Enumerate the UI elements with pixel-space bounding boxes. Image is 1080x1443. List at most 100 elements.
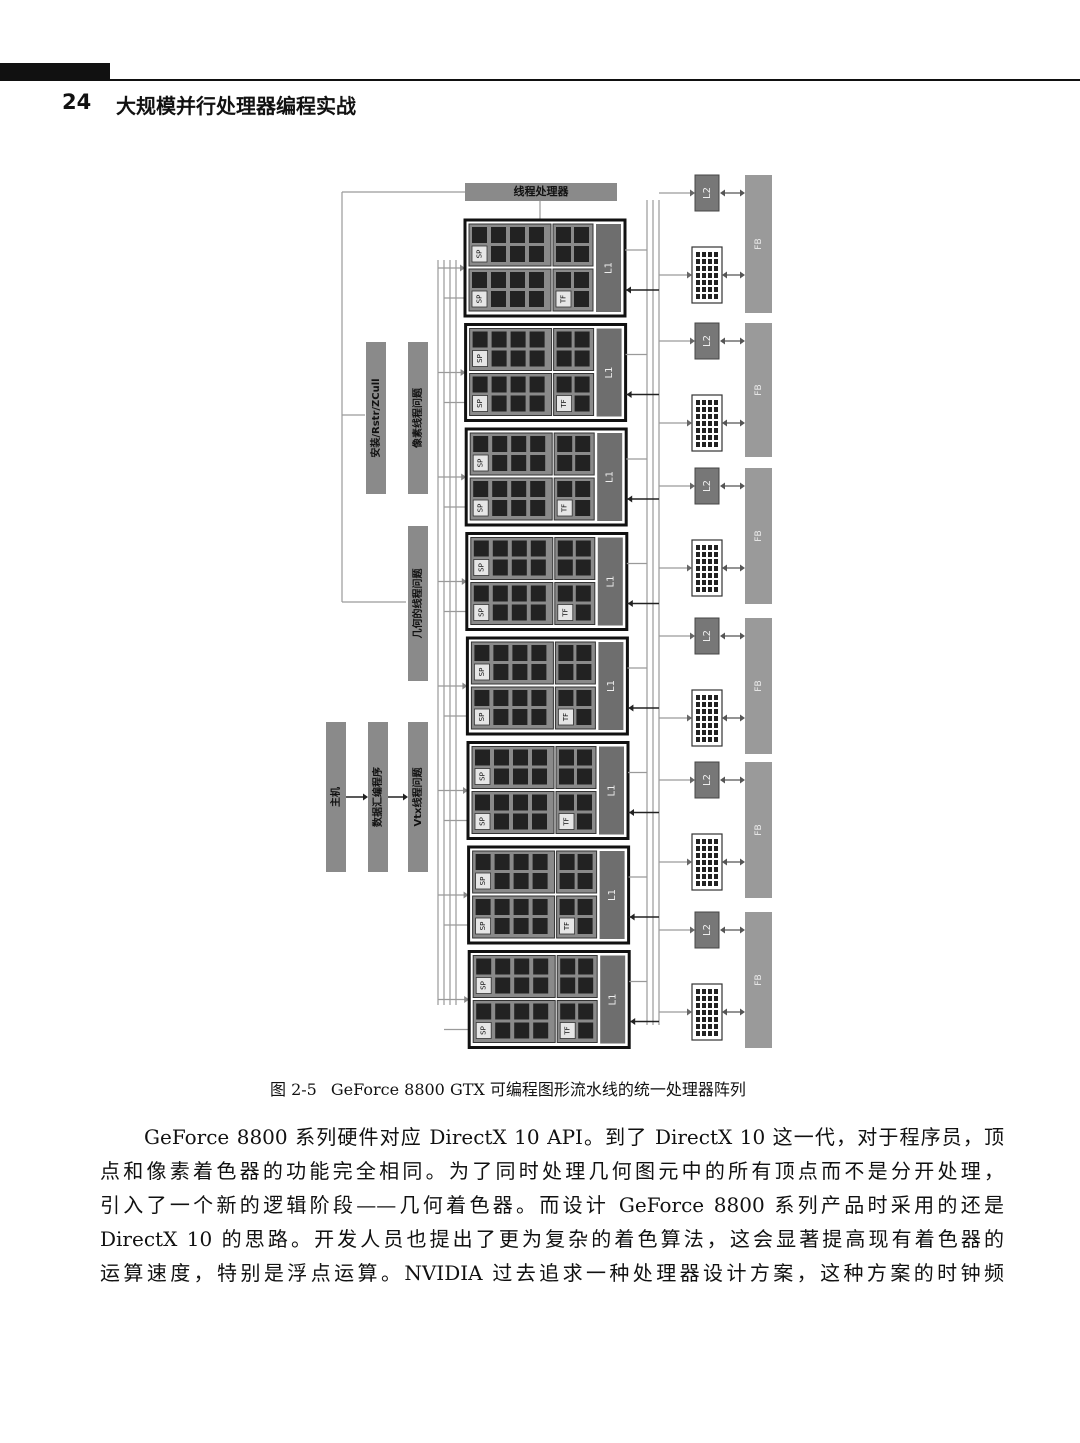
- dram-cell: [708, 846, 712, 851]
- sp-label: SP: [477, 608, 485, 617]
- tf-cell: [557, 559, 573, 576]
- tf-cell: [577, 794, 592, 811]
- sp-cell: [511, 455, 527, 471]
- arrow-head: [722, 419, 727, 427]
- tf-label: TF: [563, 922, 571, 931]
- dram-cell: [702, 1017, 706, 1022]
- dram-cell: [696, 716, 700, 721]
- dram-cell: [702, 860, 706, 865]
- dram-cell: [714, 273, 718, 278]
- sp-cell: [530, 604, 546, 621]
- arrow-head: [722, 714, 727, 722]
- sp-cell: [494, 768, 509, 785]
- dram-cell: [702, 1031, 706, 1036]
- tf-cell: [577, 749, 592, 766]
- tf-cell: [577, 768, 592, 785]
- dram-cell: [696, 730, 700, 735]
- tf-cell: [559, 749, 574, 766]
- fb-label: FB: [754, 824, 764, 835]
- arrow-head: [628, 704, 634, 712]
- tf-cell: [557, 436, 573, 452]
- dram-cell: [708, 573, 712, 578]
- dram-cell: [708, 1031, 712, 1036]
- sp-label-cell: [473, 604, 490, 621]
- sp-cell: [533, 1003, 549, 1020]
- arrow-head: [722, 1008, 727, 1016]
- tf-cell: [575, 500, 591, 516]
- sp-cell: [473, 585, 489, 602]
- tf-cell: [556, 376, 572, 393]
- dram-cell: [714, 874, 718, 879]
- sp-cell: [493, 709, 509, 725]
- dram-cell: [702, 874, 706, 879]
- sp-label-cell: [473, 559, 490, 576]
- sp-label: SP: [477, 504, 485, 513]
- l1-cache-label: L1: [604, 367, 615, 379]
- sp-cell: [492, 540, 508, 557]
- host-block: [326, 722, 346, 872]
- dram-cell: [714, 860, 718, 865]
- dram-cell: [708, 860, 712, 865]
- sp-cell: [514, 1022, 530, 1039]
- sp-label-cell: [472, 395, 489, 412]
- sp-cell: [492, 481, 508, 497]
- tf-cell: [577, 918, 593, 934]
- tf-cell: [559, 899, 575, 915]
- dram-cell: [714, 428, 718, 433]
- vtx-thread-issue-label: Vtx线程问题: [411, 767, 424, 827]
- dram-cell: [696, 587, 700, 592]
- sp-cell: [514, 977, 530, 994]
- dram-cell: [702, 695, 706, 700]
- dram-cell: [696, 273, 700, 278]
- dram-cell: [702, 421, 706, 426]
- dram-cell: [702, 552, 706, 557]
- arrow-head: [461, 578, 467, 585]
- l2-cache-label: L2: [702, 187, 713, 199]
- dram-cell: [702, 867, 706, 872]
- tf-cell: [560, 977, 576, 994]
- arrow-head: [690, 482, 695, 490]
- dram-cell: [714, 709, 718, 714]
- sp-cell: [532, 813, 547, 830]
- arrow-head: [720, 632, 725, 640]
- dram-cell: [714, 730, 718, 735]
- tf-cell: [559, 768, 574, 785]
- sp-cell: [533, 977, 549, 994]
- arrow-head: [722, 564, 727, 572]
- arrow-head: [740, 858, 745, 866]
- dram-cell: [708, 280, 712, 285]
- arrow-head: [740, 419, 745, 427]
- tf-label: TF: [560, 399, 568, 408]
- thread-processor-block: [465, 183, 617, 201]
- sp-cell: [475, 854, 491, 870]
- dram-cell: [702, 259, 706, 264]
- sp-cell: [513, 813, 528, 830]
- dram-cell: [696, 545, 700, 550]
- dram-cell: [702, 573, 706, 578]
- tf-cell: [556, 331, 572, 348]
- tf-cell: [560, 1003, 576, 1020]
- arrow-head: [629, 809, 634, 816]
- tf-label: TF: [561, 504, 569, 513]
- page-number: 24: [62, 90, 92, 114]
- sp-cell: [532, 854, 548, 870]
- sp-cell: [529, 376, 545, 393]
- sp-cell: [513, 794, 528, 811]
- l2-cache-label: L2: [702, 335, 713, 347]
- sp-label: SP: [480, 1026, 488, 1035]
- dram-cell: [696, 853, 700, 858]
- sp-cell: [494, 899, 510, 915]
- sp-cell: [474, 645, 490, 661]
- dram-cell: [708, 730, 712, 735]
- sp-cell: [492, 604, 508, 621]
- sp-cell: [495, 1003, 511, 1020]
- dram-cell: [702, 435, 706, 440]
- dram-cell: [696, 1010, 700, 1015]
- tf-label-cell: [556, 499, 573, 517]
- sp-cell: [529, 272, 544, 288]
- tf-label: TF: [563, 817, 571, 826]
- tf-label: TF: [564, 1026, 572, 1035]
- tf-cell: [578, 977, 594, 994]
- sp-cell: [530, 559, 546, 576]
- sp-cell: [492, 559, 508, 576]
